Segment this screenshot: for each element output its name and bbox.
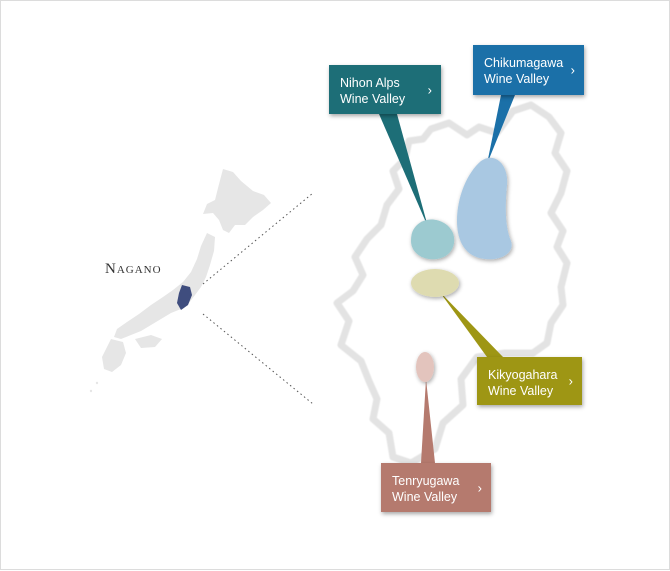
tenryugawa-wine-valley-button[interactable]: Tenryugawa Wine Valley › [381,463,491,512]
blob-nihon-alps[interactable] [411,219,455,260]
island-dot [95,381,99,385]
callout-line-1: Nihon Alps [340,76,400,90]
blob-kikyogahara[interactable] [411,269,459,297]
chevron-right-icon: › [568,373,573,389]
callout-line-2: Wine Valley [484,72,550,86]
chevron-right-icon: › [570,62,575,78]
prefecture-label-text: Nagano [105,261,162,277]
callout-line-1: Chikumagawa [484,56,564,70]
blob-chikumagawa[interactable] [457,157,512,260]
callout-line-2: Wine Valley [340,92,406,106]
shikoku-shape [135,335,162,348]
blob-tenryugawa[interactable] [416,352,434,382]
prefecture-label: Nagano [105,261,162,278]
kikyogahara-wine-valley-button[interactable]: Kikyogahara Wine Valley › [477,357,582,405]
pointer-chikumagawa [487,95,515,164]
guide-line-top [202,192,314,285]
island-dot [89,389,93,393]
nihon-alps-wine-valley-button[interactable]: Nihon Alps Wine Valley › [329,65,441,114]
chevron-right-icon: › [477,480,482,495]
pointer-kikyogahara [439,291,503,357]
callout-line-1: Tenryugawa [392,474,460,488]
guide-line-bottom [202,313,314,405]
nagano-highlight[interactable] [177,285,192,310]
callout-line-1: Kikyogahara [488,368,558,382]
kyushu-shape [102,339,126,372]
pointer-tenryugawa [421,379,435,463]
hokkaido-shape [203,169,271,233]
pointer-nihon-alps [379,114,428,227]
chikumagawa-wine-valley-button[interactable]: Chikumagawa Wine Valley › [473,45,584,95]
callout-line-2: Wine Valley [392,490,458,504]
honshu-shape [114,233,215,339]
callout-line-2: Wine Valley [488,384,554,398]
chevron-right-icon: › [427,82,432,97]
japan-map [89,169,271,393]
